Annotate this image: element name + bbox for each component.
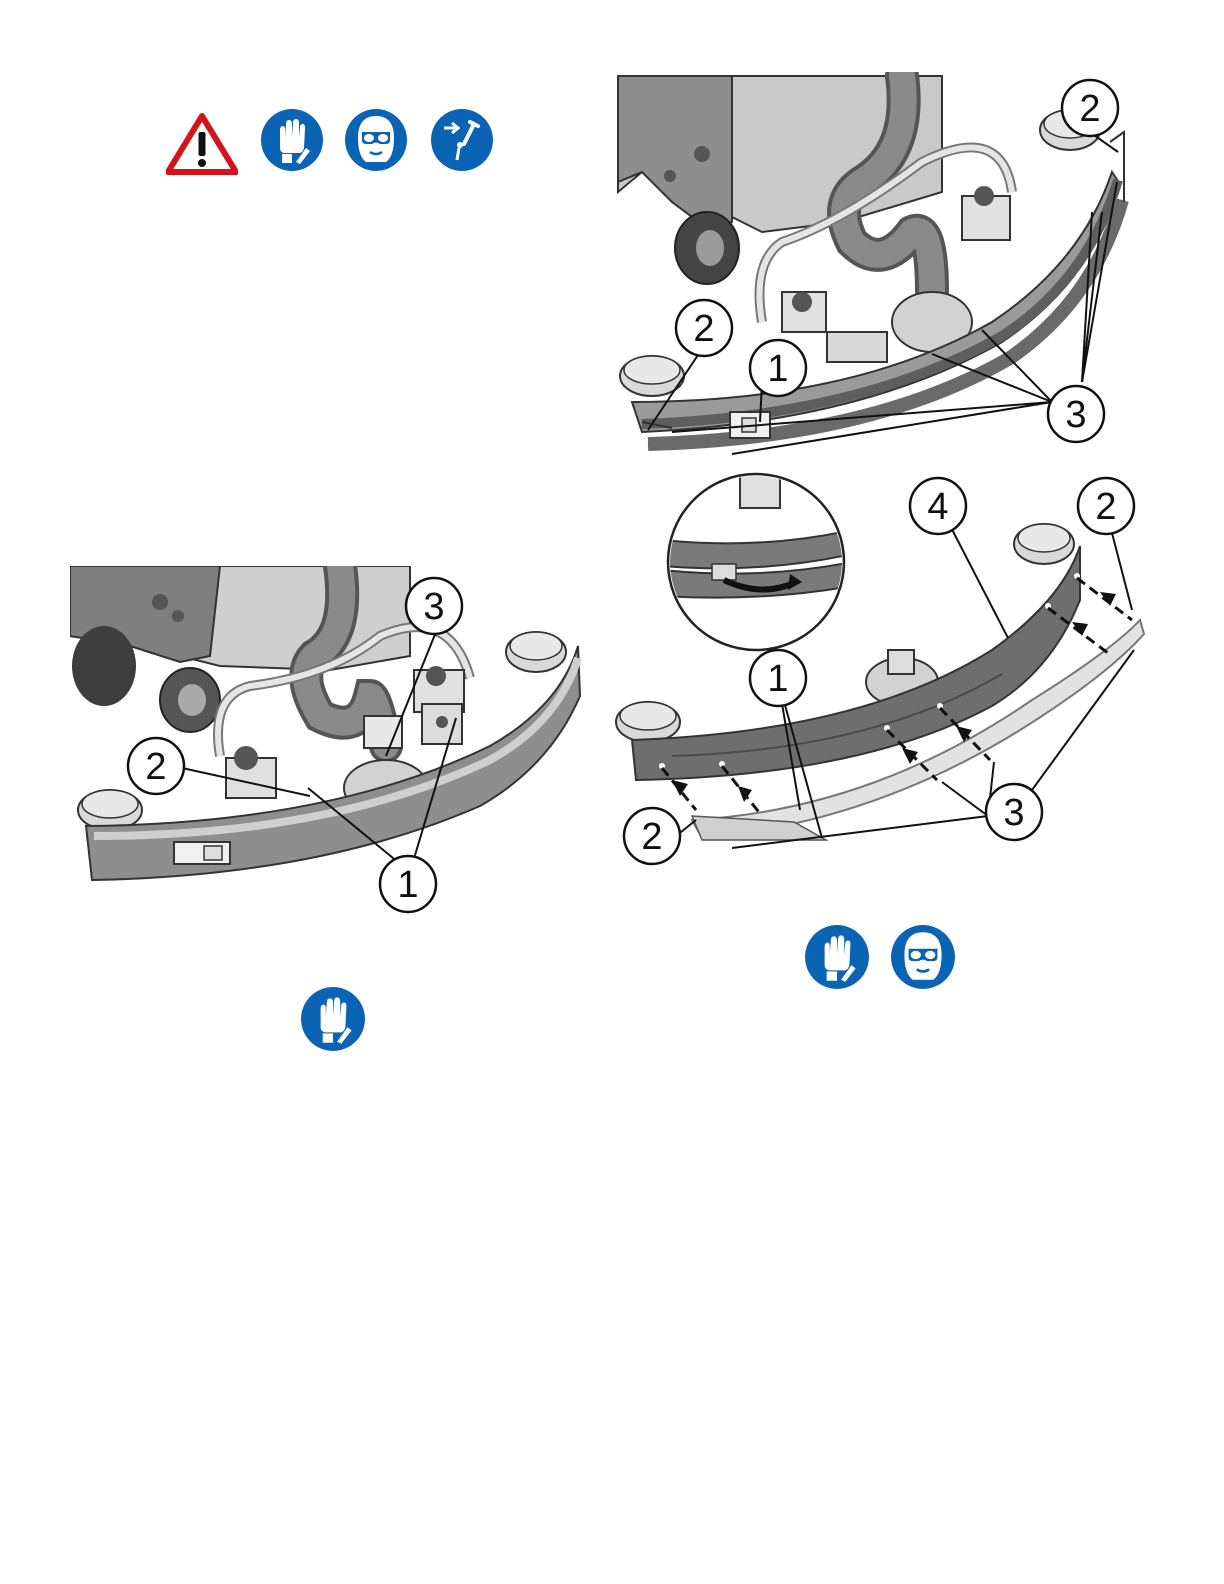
header-safety-icons xyxy=(166,108,498,174)
callout-4: 4 xyxy=(910,478,966,534)
callout-1: 1 xyxy=(750,650,806,706)
squeegee-assembly-illustration: 2 2 1 3 xyxy=(612,72,1132,462)
svg-text:2: 2 xyxy=(641,816,662,858)
figure-bottom-right-icons xyxy=(804,924,960,994)
wear-goggles-icon xyxy=(344,108,408,172)
callout-3: 3 xyxy=(986,784,1042,840)
svg-text:2: 2 xyxy=(1079,88,1100,130)
svg-text:4: 4 xyxy=(927,486,948,528)
callout-2-top: 2 xyxy=(1078,478,1134,534)
wear-goggles-icon xyxy=(890,924,956,990)
callout-3: 3 xyxy=(406,578,462,634)
figure-left: 3 2 1 xyxy=(70,566,582,916)
figure-bottom-right: 4 2 1 3 2 xyxy=(612,470,1152,890)
svg-text:3: 3 xyxy=(1003,792,1024,834)
svg-text:3: 3 xyxy=(1065,394,1086,436)
svg-text:2: 2 xyxy=(145,746,166,788)
wear-gloves-icon xyxy=(804,924,870,990)
svg-text:1: 1 xyxy=(767,658,788,700)
wear-gloves-icon xyxy=(300,986,366,1052)
squeegee-mount-illustration: 3 2 1 xyxy=(70,566,582,916)
svg-text:2: 2 xyxy=(1095,486,1116,528)
blade-exploded-illustration: 4 2 1 3 2 xyxy=(612,470,1152,890)
callout-1: 1 xyxy=(750,340,806,396)
callout-2-left: 2 xyxy=(676,300,732,356)
callout-2-bottom: 2 xyxy=(624,808,680,864)
callout-3: 3 xyxy=(1048,386,1104,442)
svg-text:3: 3 xyxy=(423,586,444,628)
wear-gloves-icon xyxy=(260,108,324,172)
callout-2-top: 2 xyxy=(1062,80,1118,136)
svg-text:2: 2 xyxy=(693,308,714,350)
callout-2: 2 xyxy=(128,738,184,794)
callout-1: 1 xyxy=(380,856,436,912)
general-warning-icon xyxy=(166,112,238,176)
figure-top-right: 2 2 1 3 xyxy=(612,72,1132,462)
svg-text:1: 1 xyxy=(767,348,788,390)
svg-text:1: 1 xyxy=(397,864,418,906)
disconnect-power-icon xyxy=(430,108,494,172)
